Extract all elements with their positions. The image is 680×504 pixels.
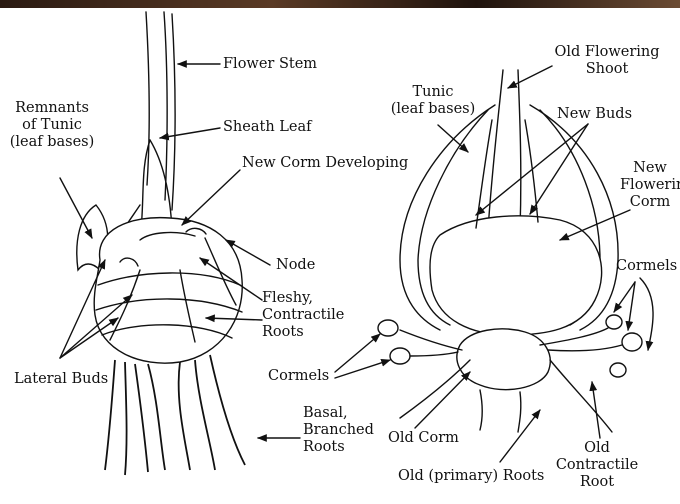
label-new-buds: New Buds [557,106,632,123]
label-cormels-left: Cormels [268,368,329,385]
right-corm-drawing [378,70,642,432]
basal-roots-lines [105,355,245,475]
label-sheath-leaf: Sheath Leaf [223,119,312,136]
label-tunic-line1: Tunic [388,84,478,101]
label-old-corm: Old Corm [388,430,459,447]
label-flower-stem: Flower Stem [223,56,317,73]
label-ocr-line3: Root [552,474,642,491]
label-old-primary-roots: Old (primary) Roots [398,468,544,485]
label-fleshy-line2: Contractile [262,307,344,324]
label-remnants-line3: (leaf bases) [4,134,100,151]
label-fleshy-line1: Fleshy, [262,290,344,307]
label-basal-line3: Roots [303,439,374,456]
label-remnants-line2: of Tunic [4,117,100,134]
label-basal-line1: Basal, [303,405,374,422]
label-lateral-buds: Lateral Buds [14,371,108,388]
label-cormels-right: Cormels [616,258,677,275]
label-node: Node [276,257,315,274]
label-remnants-line1: Remnants [4,100,100,117]
label-basal-line2: Branched [303,422,374,439]
label-nfc-line1: New [620,160,680,177]
label-tunic-line2: (leaf bases) [388,101,478,118]
label-old-flowering-line2: Shoot [552,61,662,78]
label-remnants-of-tunic: Remnants of Tunic (leaf bases) [4,100,100,151]
left-corm-drawing [77,12,245,475]
label-old-contractile-root: Old Contractile Root [552,440,642,491]
label-nfc-line3: Corm [620,194,680,211]
label-fleshy-line3: Roots [262,324,344,341]
label-new-corm-developing: New Corm Developing [242,155,408,172]
label-ocr-line2: Contractile [552,457,642,474]
label-nfc-line2: Flowering [620,177,680,194]
label-basal-branched-roots: Basal, Branched Roots [303,405,374,456]
label-new-flowering-corm: New Flowering Corm [620,160,680,211]
label-old-flowering-line1: Old Flowering [552,44,662,61]
label-fleshy-contractile-roots: Fleshy, Contractile Roots [262,290,344,341]
label-tunic: Tunic (leaf bases) [388,84,478,118]
label-old-flowering-shoot: Old Flowering Shoot [552,44,662,78]
label-ocr-line1: Old [552,440,642,457]
